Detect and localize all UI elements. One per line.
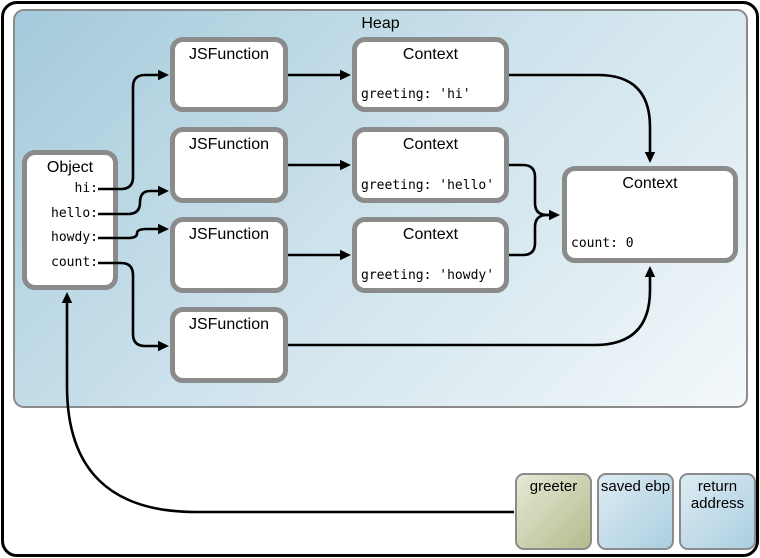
object-title: Object [46, 159, 94, 176]
context-title: Context [402, 226, 459, 243]
jsfunction-node-1: JSFunction [170, 37, 288, 112]
context-title: Context [402, 136, 459, 153]
stack-frame-saved-ebp: saved ebp [597, 473, 674, 550]
stack-frame-label: return address [690, 478, 745, 512]
context-node-howdy: Context greeting: 'howdy' [352, 217, 509, 293]
object-node: Object hi: hello: howdy: count: [22, 150, 118, 290]
object-field-hello: hello: [51, 206, 98, 221]
object-field-howdy: howdy: [51, 230, 98, 245]
jsfunction-title: JSFunction [188, 226, 270, 243]
main-context-body: count: 0 [571, 236, 634, 251]
main-context-node: Context count: 0 [562, 166, 738, 263]
context-node-hello: Context greeting: 'hello' [352, 127, 509, 203]
jsfunction-title: JSFunction [188, 316, 270, 333]
main-context-title: Context [622, 175, 678, 192]
context-title: Context [402, 46, 459, 63]
stack-frame-label: saved ebp [600, 478, 671, 495]
context-body: greeting: 'howdy' [361, 268, 495, 283]
context-node-hi: Context greeting: 'hi' [352, 37, 509, 112]
heap-title: Heap [361, 15, 400, 32]
jsfunction-node-3: JSFunction [170, 217, 288, 293]
jsfunction-title: JSFunction [188, 136, 270, 153]
stack-frame-return-address: return address [679, 473, 756, 550]
jsfunction-node-2: JSFunction [170, 127, 288, 203]
object-field-hi: hi: [74, 181, 98, 196]
stack-frame-greeter: greeter [515, 473, 592, 550]
stack-frame-label: greeter [529, 478, 578, 495]
context-body: greeting: 'hi' [361, 87, 471, 102]
object-field-count: count: [51, 255, 98, 270]
jsfunction-title: JSFunction [188, 46, 270, 63]
context-body: greeting: 'hello' [361, 178, 495, 193]
jsfunction-node-4: JSFunction [170, 307, 288, 383]
